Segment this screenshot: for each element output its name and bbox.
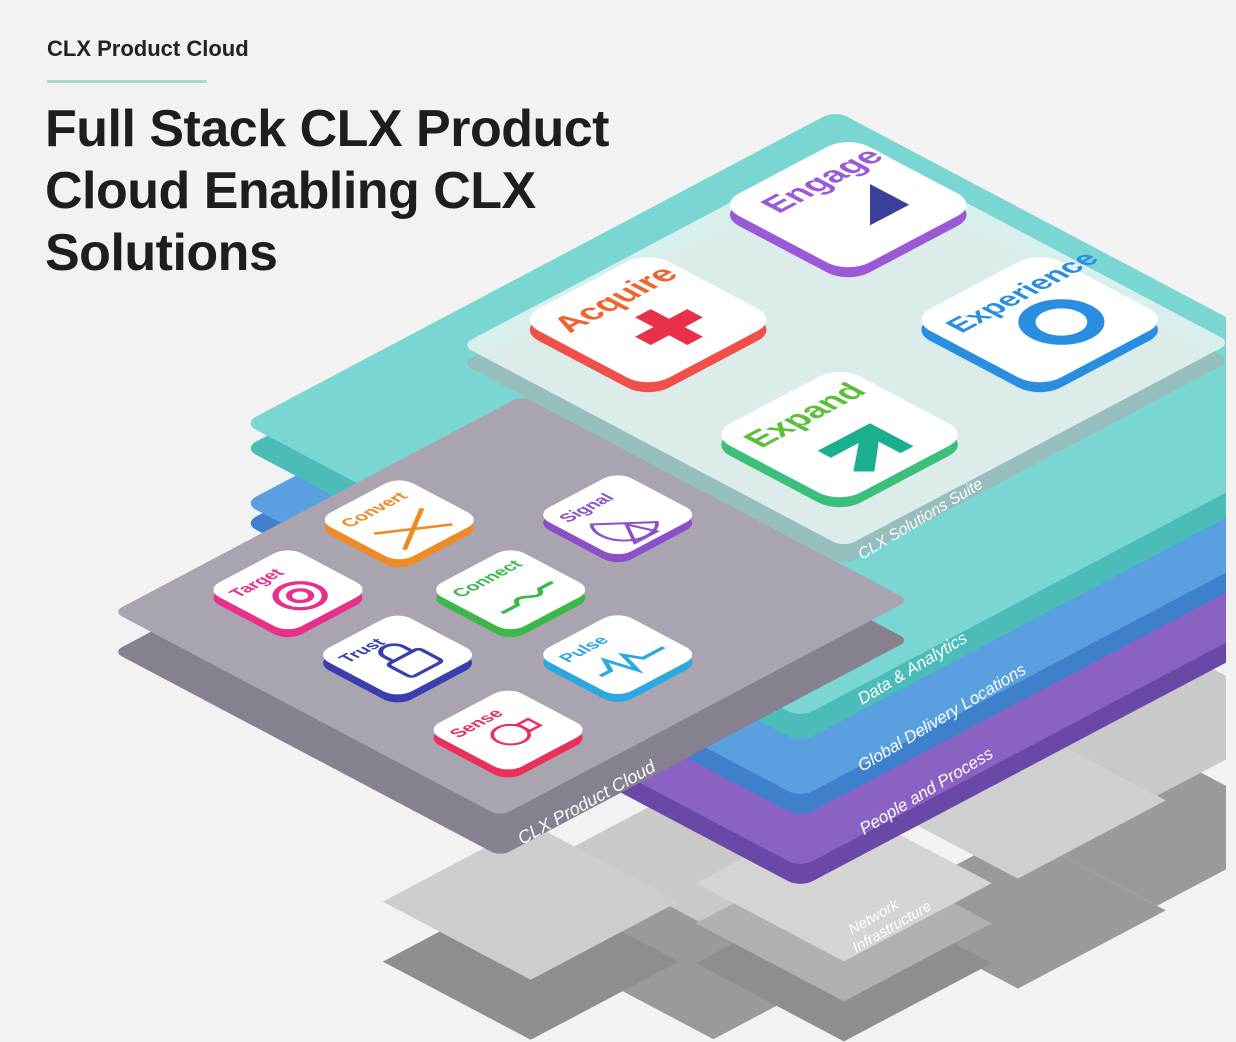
satellite-dish-icon bbox=[589, 521, 661, 545]
tile-pulse[interactable]: Pulse bbox=[535, 611, 700, 706]
tile-signal[interactable]: Signal bbox=[535, 471, 700, 566]
tile-acquire[interactable]: Acquire bbox=[518, 251, 779, 399]
tile-experience[interactable]: Experience bbox=[909, 239, 1192, 399]
target-icon bbox=[272, 581, 328, 611]
lock-icon bbox=[378, 643, 444, 678]
tile-convert[interactable]: Convert bbox=[317, 476, 482, 571]
ring-icon bbox=[1018, 299, 1105, 345]
tile-engage[interactable]: Engage bbox=[718, 136, 979, 284]
tile-target[interactable]: Target bbox=[205, 546, 370, 641]
tile-expand[interactable]: Expand bbox=[709, 366, 970, 514]
plus-icon bbox=[635, 309, 703, 346]
triangle-icon bbox=[870, 184, 910, 226]
tile-trust[interactable]: Trust bbox=[315, 611, 480, 706]
pulse-icon bbox=[598, 646, 666, 678]
arrow-up-icon bbox=[817, 423, 914, 472]
lightbulb-icon bbox=[490, 717, 543, 746]
eyebrow-label: CLX Product Cloud bbox=[47, 36, 249, 61]
connect-icon bbox=[500, 580, 555, 615]
page-title: Full Stack CLX Product Cloud Enabling CL… bbox=[45, 100, 609, 282]
tile-connect[interactable]: Connect bbox=[428, 546, 593, 641]
tile-sense[interactable]: Sense bbox=[425, 686, 590, 781]
convert-icon bbox=[373, 508, 453, 550]
divider bbox=[47, 80, 207, 83]
